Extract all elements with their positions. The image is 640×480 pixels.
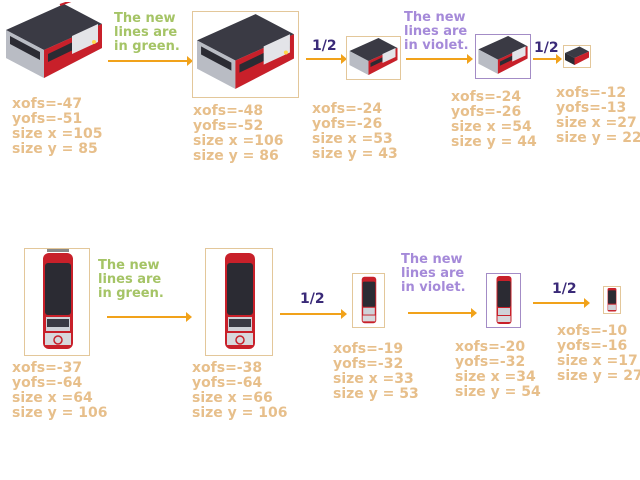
new-lines-violet-note: The new lines are in violet. [401,252,466,295]
tram-side-sprite-half [346,36,401,80]
sprite-stats: xofs=-37 yofs=-64 size x =64 size y = 10… [12,361,107,421]
tram-side-icon [478,36,528,74]
tram-side-sprite-quarter [563,45,591,68]
sprite-stats: xofs=-47 yofs=-51 size x =105 size y = 8… [12,97,103,157]
size-y-value: size y = 106 [192,405,288,421]
size-x-value: size x =66 [192,390,273,406]
tram-side-sprite-new [192,11,299,98]
xofs-value: xofs=-48 [193,103,264,119]
xofs-value: xofs=-12 [556,85,627,101]
sprite-stats: xofs=-20 yofs=-32 size x =34 size y = 54 [455,340,541,400]
tram-side-icon [197,14,294,89]
new-lines-green-note: The new lines are in green. [114,11,180,54]
size-y-value: size y = 85 [12,141,98,157]
size-x-value: size x =53 [312,131,393,147]
size-x-value: size x =33 [333,371,414,387]
arrow [306,54,347,64]
yofs-value: yofs=-52 [193,118,264,134]
xofs-value: xofs=-20 [455,339,526,355]
size-x-value: size x =17 [557,353,638,369]
yofs-value: yofs=-26 [451,104,522,120]
size-x-value: size x =106 [193,133,284,149]
xofs-value: xofs=-24 [312,101,383,117]
scale-half-label: 1/2 [552,281,577,297]
sprite-stats: xofs=-38 yofs=-64 size x =66 size y = 10… [192,361,287,421]
size-x-value: size x =27 [556,115,637,131]
scale-half-label: 1/2 [300,291,325,307]
tram-front-sprite-quarter [603,286,621,314]
tram-front-sprite-half [352,273,385,328]
tram-front-sprite-half-new [486,273,521,328]
size-x-value: size x =105 [12,126,103,142]
sprite-stats: xofs=-10 yofs=-16 size x =17 size y = 27 [557,324,640,384]
arrow [107,312,192,322]
tram-front-icon [225,253,255,349]
yofs-value: yofs=-16 [557,338,628,354]
tram-side-icon [349,38,398,75]
xofs-value: xofs=-10 [557,323,628,339]
tram-front-sprite-new [205,248,273,356]
size-x-value: size x =54 [451,119,532,135]
tram-side-icon [565,46,589,65]
tram-front-icon [496,276,512,324]
arrow [408,308,477,318]
tram-front-icon [43,249,73,349]
size-y-value: size y = 44 [451,134,537,150]
sprite-stats: xofs=-19 yofs=-32 size x =33 size y = 53 [333,342,419,402]
row-front-view: xofs=-37 yofs=-64 size x =64 size y = 10… [0,240,640,440]
size-y-value: size y = 43 [312,146,398,162]
size-x-value: size x =34 [455,369,536,385]
tram-side-sprite-half-new [475,34,531,79]
arrow [533,54,562,64]
size-x-value: size x =64 [12,390,93,406]
scale-half-label: 1/2 [534,40,559,56]
tram-front-icon [361,276,377,324]
sprite-stats: xofs=-48 yofs=-52 size x =106 size y = 8… [193,104,284,164]
yofs-value: yofs=-32 [333,356,404,372]
size-y-value: size y = 22 [556,130,640,146]
size-y-value: size y = 27 [557,368,640,384]
size-y-value: size y = 106 [12,405,108,421]
sprite-stats: xofs=-24 yofs=-26 size x =54 size y = 44 [451,90,537,150]
size-y-value: size y = 54 [455,384,541,400]
size-y-value: size y = 86 [193,148,279,164]
yofs-value: yofs=-13 [556,100,627,116]
xofs-value: xofs=-47 [12,96,83,112]
yofs-value: yofs=-32 [455,354,526,370]
row-side-view: xofs=-47 yofs=-51 size x =105 size y = 8… [0,0,640,180]
scale-half-label: 1/2 [312,38,337,54]
sprite-stats: xofs=-12 yofs=-13 size x =27 size y = 22 [556,86,640,146]
size-y-value: size y = 53 [333,386,419,402]
new-lines-violet-note: The new lines are in violet. [404,10,469,53]
tram-front-icon [607,287,617,312]
xofs-value: xofs=-37 [12,360,83,376]
yofs-value: yofs=-26 [312,116,383,132]
tram-front-sprite-original [24,248,90,356]
xofs-value: xofs=-38 [192,360,263,376]
yofs-value: yofs=-64 [12,375,83,391]
arrow [108,56,193,66]
new-lines-green-note: The new lines are in green. [98,258,164,301]
yofs-value: yofs=-51 [12,111,83,127]
arrow [406,54,473,64]
arrow [533,298,590,308]
xofs-value: xofs=-19 [333,341,404,357]
yofs-value: yofs=-64 [192,375,263,391]
arrow [280,309,347,319]
tram-side-icon [6,2,102,78]
sprite-stats: xofs=-24 yofs=-26 size x =53 size y = 43 [312,102,398,162]
tram-side-sprite-original [2,2,106,86]
xofs-value: xofs=-24 [451,89,522,105]
